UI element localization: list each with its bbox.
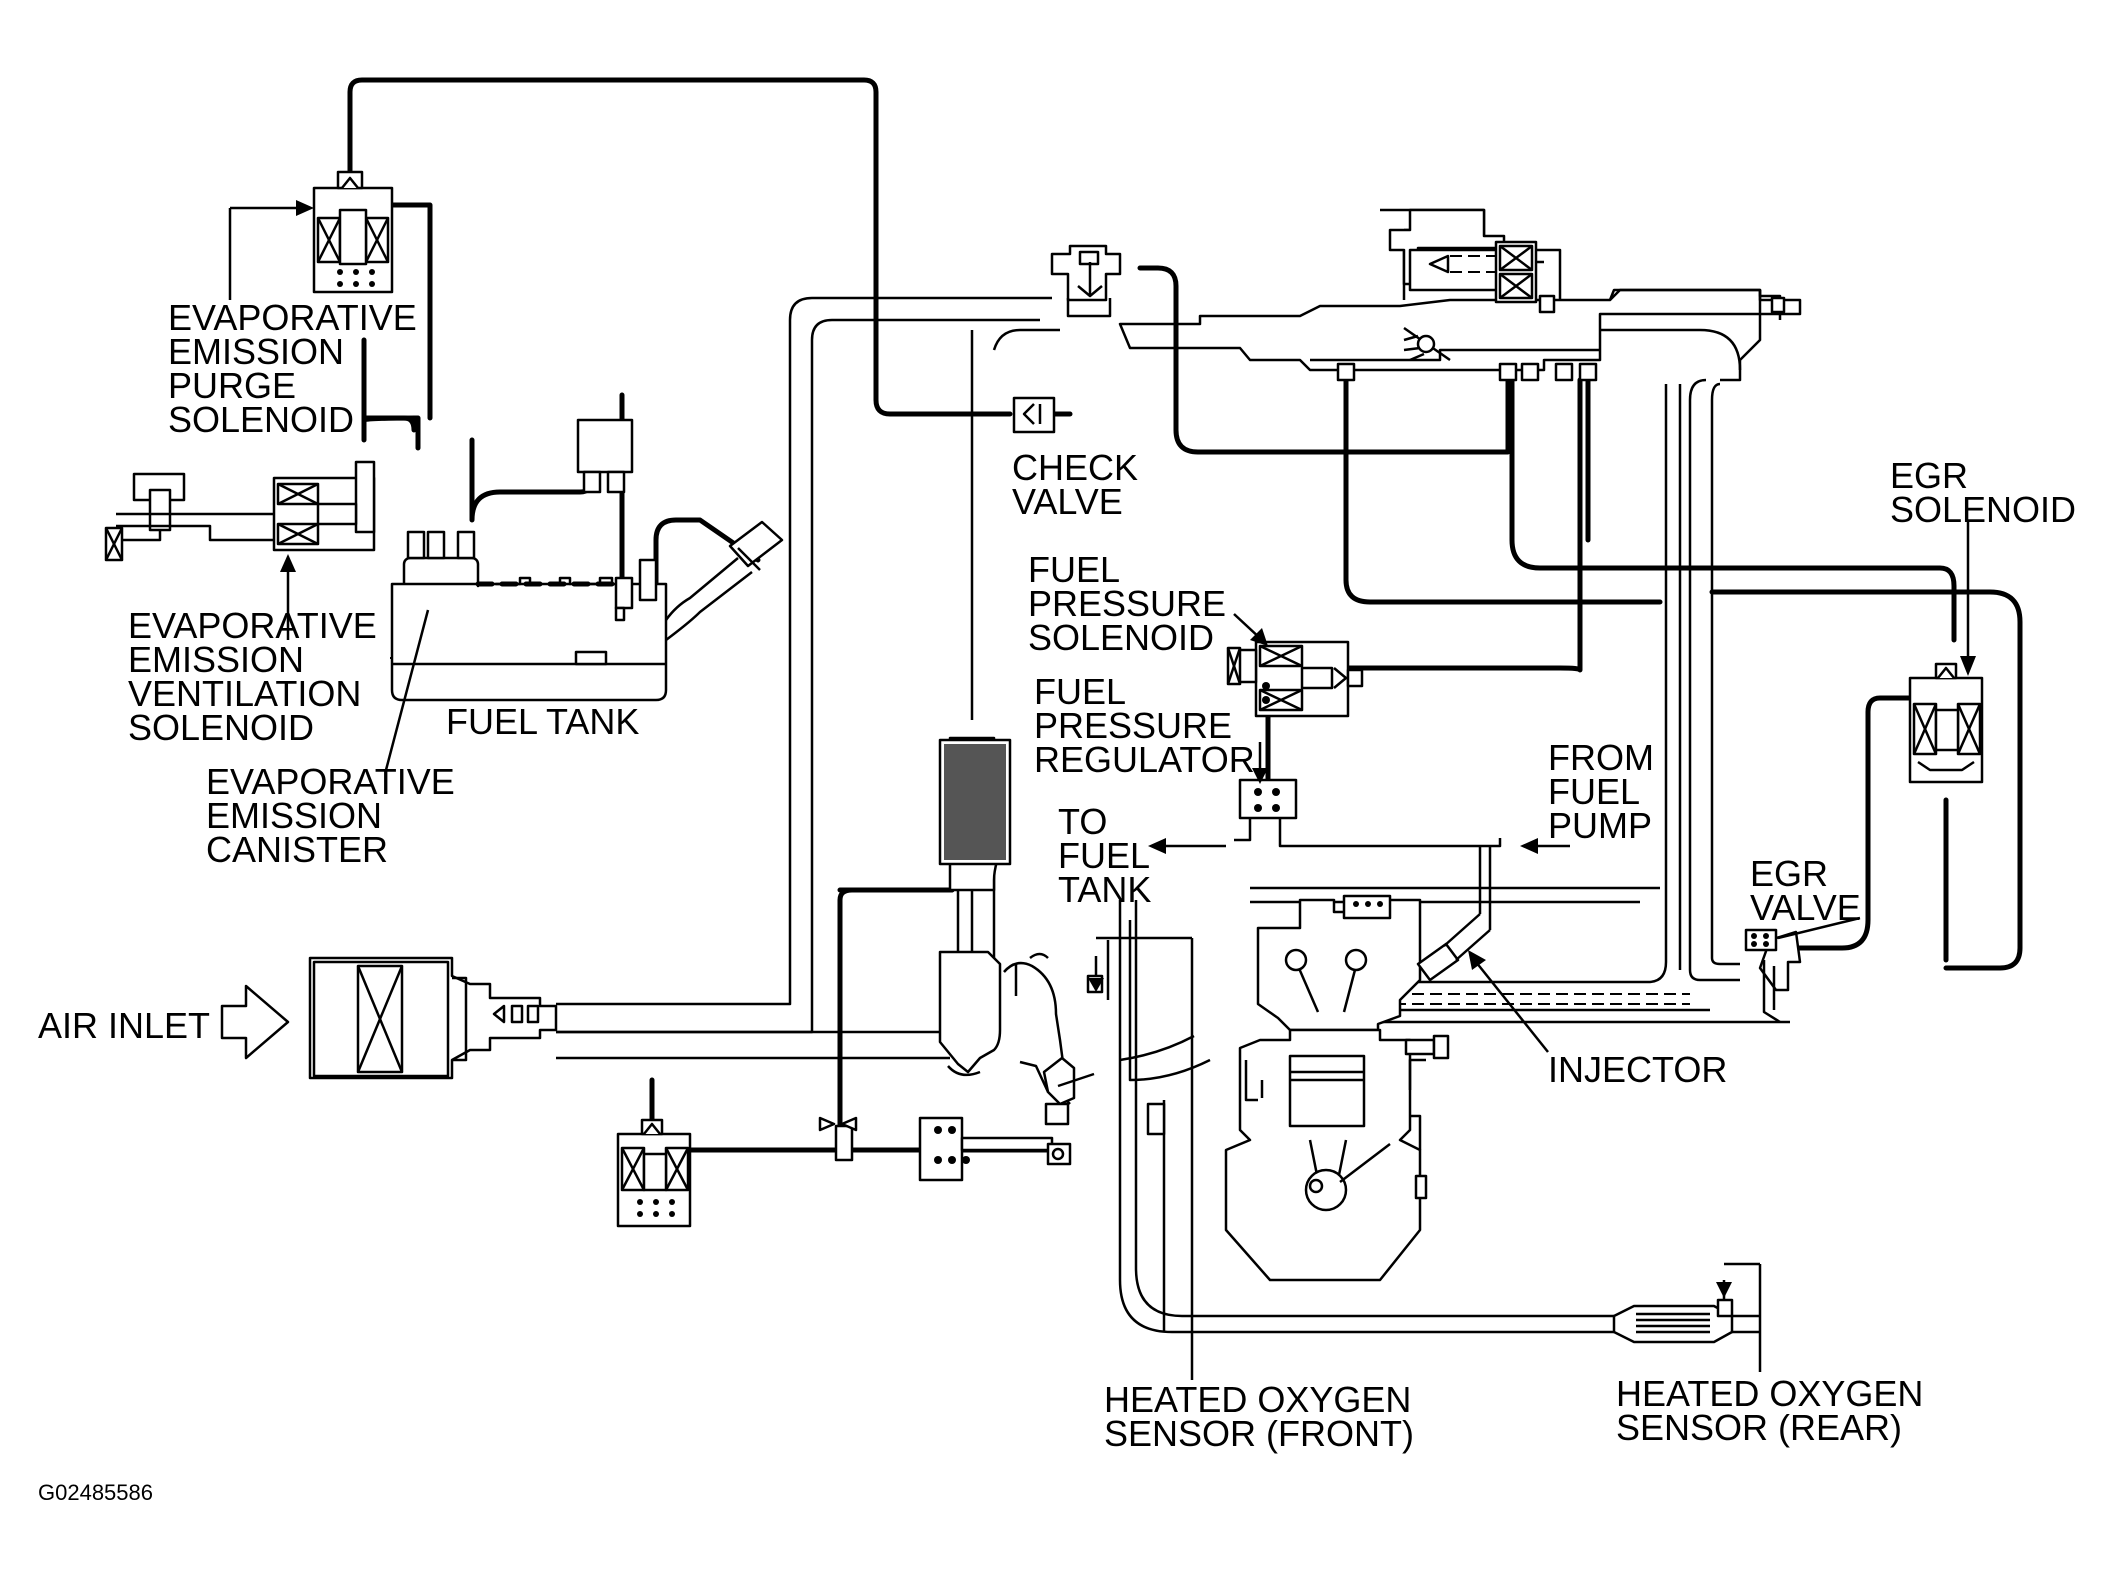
label-air-inlet: AIR INLET (38, 1005, 210, 1046)
air-intake-ducts (556, 208, 1802, 1334)
label-fuel-pressure-regulator: FUEL PRESSURE REGULATOR (1034, 671, 1255, 780)
fuel-flow-arrows (1148, 838, 1570, 854)
purge-solenoid (228, 170, 394, 300)
canister-leader (384, 609, 430, 771)
egr-valve (1744, 916, 1861, 1024)
label-egr-solenoid: EGR SOLENOID (1890, 455, 2076, 530)
fuel-tank (390, 418, 784, 702)
catalytic-converter (1612, 1262, 1762, 1372)
label-egr-valve: EGR VALVE (1750, 853, 1861, 928)
resonator (938, 736, 1012, 892)
fuel-pressure-solenoid (1226, 613, 1364, 718)
label-injector: INJECTOR (1548, 1049, 1727, 1090)
labels: EVAPORATIVE EMISSION PURGE SOLENOID EVAP… (38, 297, 2076, 1505)
label-purge-solenoid: EVAPORATIVE EMISSION PURGE SOLENOID (168, 297, 427, 440)
label-heated-o2-rear: HEATED OXYGEN SENSOR (REAR) (1616, 1373, 1933, 1448)
egr-solenoid (1908, 522, 1984, 784)
manifold-ports (1336, 362, 1598, 382)
label-ventilation-solenoid: EVAPORATIVE EMISSION VENTILATION SOLENOI… (128, 605, 387, 748)
throttle-body (1050, 208, 1786, 362)
ventilation-solenoid (104, 460, 376, 640)
figure-id: G02485586 (38, 1480, 153, 1505)
fuel-pressure-regulator (1234, 742, 1502, 848)
label-to-fuel-tank: TO FUEL TANK (1058, 801, 1159, 910)
label-fuel-tank: FUEL TANK (446, 701, 639, 742)
label-fuel-pressure-solenoid: FUEL PRESSURE SOLENOID (1028, 549, 1236, 658)
label-canister: EVAPORATIVE EMISSION CANISTER (206, 761, 465, 870)
intake-junction (938, 936, 1194, 1380)
air-cleaner (220, 956, 558, 1080)
check-valve (1012, 396, 1056, 434)
lower-solenoid (616, 1116, 1072, 1228)
label-from-fuel-pump: FROM FUEL PUMP (1548, 737, 1664, 846)
label-check-valve: CHECK VALVE (1012, 447, 1148, 522)
engine (1224, 846, 1549, 1282)
label-heated-o2-front: HEATED OXYGEN SENSOR (FRONT) (1104, 1379, 1421, 1454)
